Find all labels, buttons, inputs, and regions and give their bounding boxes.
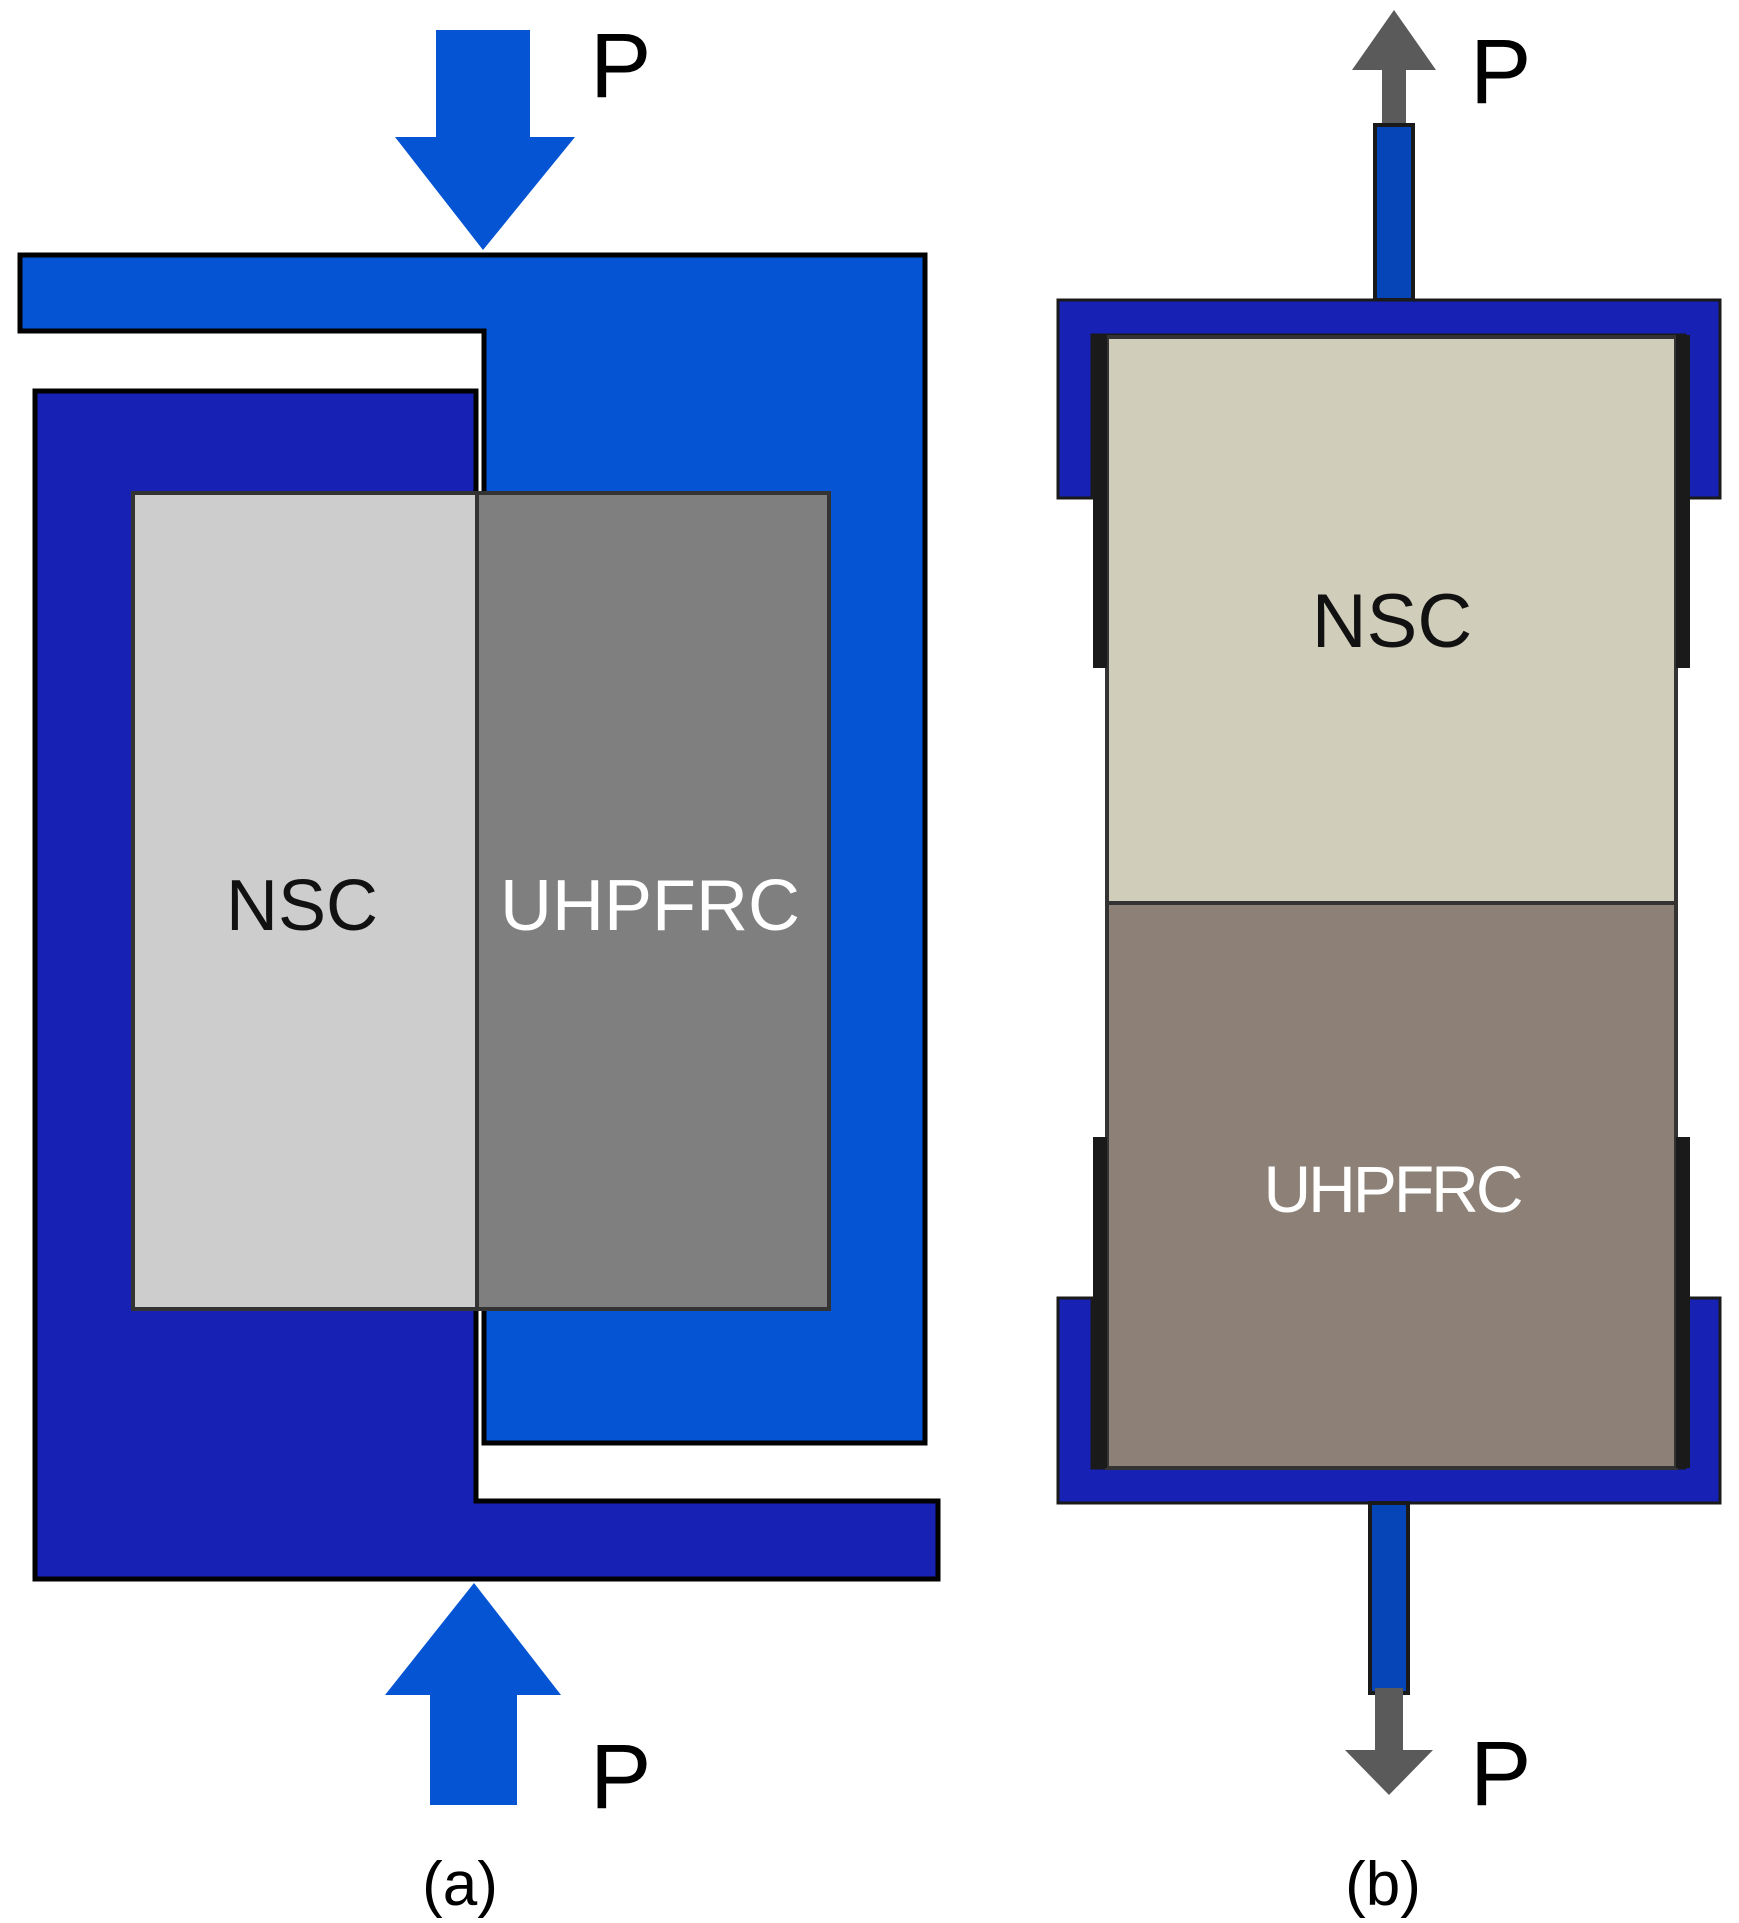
- nsc-block-a: [131, 491, 479, 1311]
- clamp-plate-bottom-right-b: [1676, 1137, 1690, 1468]
- nsc-label-a: NSC: [226, 866, 378, 946]
- load-label-top-a: P: [590, 15, 651, 117]
- load-arrow-bottom-a: [385, 1583, 561, 1805]
- uhpfrc-label-a: UHPFRC: [500, 866, 800, 946]
- nsc-label-b: NSC: [1312, 579, 1472, 664]
- load-label-bottom-a: P: [590, 1726, 651, 1828]
- load-arrow-top-b: [1352, 10, 1436, 130]
- panel-b: NSC UHPFRC P P (b): [1056, 10, 1722, 1919]
- load-arrow-bottom-b: [1345, 1688, 1433, 1795]
- uhpfrc-label-b: UHPFRC: [1264, 1152, 1522, 1226]
- load-arrow-top-a: [395, 30, 575, 250]
- load-label-top-b: P: [1470, 21, 1531, 123]
- nsc-block-b: [1105, 335, 1678, 905]
- uhpfrc-block-a: [475, 491, 831, 1311]
- panel-a: NSC UHPFRC P P (a): [17, 15, 941, 1919]
- clamp-plate-bottom-left-b: [1093, 1137, 1107, 1468]
- caption-a: (a): [422, 1850, 498, 1919]
- clamp-plate-top-right-b: [1676, 335, 1690, 668]
- rod-bottom-b: [1368, 1501, 1410, 1695]
- rod-top-b: [1373, 123, 1415, 302]
- load-label-bottom-b: P: [1470, 1723, 1531, 1825]
- caption-b: (b): [1345, 1850, 1421, 1919]
- clamp-plate-top-left-b: [1093, 335, 1107, 668]
